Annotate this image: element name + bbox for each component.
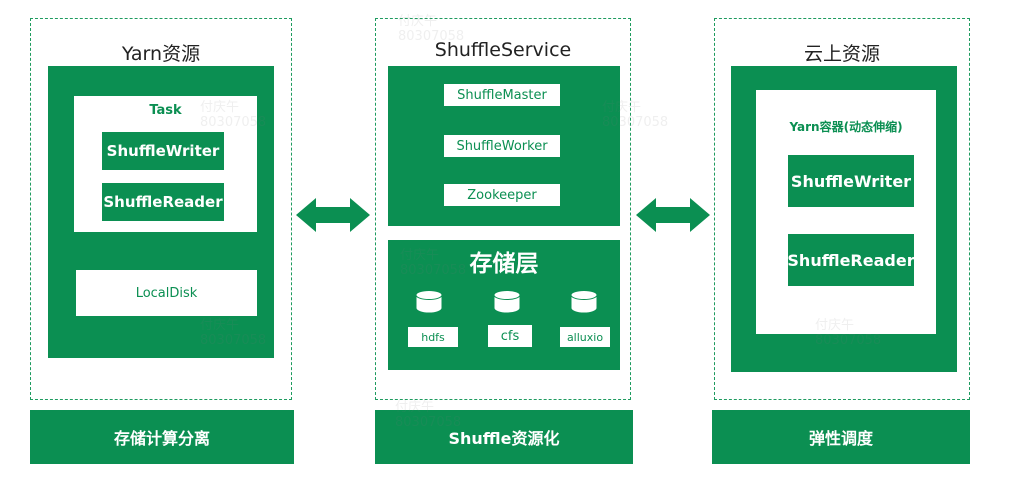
left-shuffle-reader: ShuffleReader xyxy=(102,183,224,221)
yarn-resource-panel: Yarn资源 xyxy=(30,18,292,400)
storage-cfs: cfs xyxy=(488,325,532,347)
zookeeper: Zookeeper xyxy=(444,184,560,206)
right-shuffle-writer: ShuffleWriter xyxy=(788,155,914,207)
shuffle-master: ShuffleMaster xyxy=(444,84,560,106)
left-shuffle-writer: ShuffleWriter xyxy=(102,132,224,170)
middle-caption: Shuffle资源化 xyxy=(375,410,633,464)
yarn-container-label: Yarn容器(动态伸缩) xyxy=(789,120,903,134)
database-icon xyxy=(570,290,598,314)
yarn-resource-title: Yarn资源 xyxy=(121,43,201,65)
cloud-resource-panel: 云上资源 xyxy=(714,18,970,400)
shuffle-service-panel: ShuffleService xyxy=(375,18,631,400)
task-label: Task xyxy=(149,103,182,118)
left-caption: 存储计算分离 xyxy=(30,410,294,464)
storage-hdfs: hdfs xyxy=(408,327,458,347)
bidirectional-arrow-icon xyxy=(636,198,710,232)
database-icon xyxy=(415,290,443,314)
right-caption: 弹性调度 xyxy=(712,410,970,464)
bidirectional-arrow-icon xyxy=(296,198,370,232)
shuffle-worker: ShuffleWorker xyxy=(444,135,560,157)
storage-layer-title: 存储层 xyxy=(469,251,539,277)
shuffle-service-title: ShuffleService xyxy=(434,39,572,61)
local-disk: LocalDisk xyxy=(76,270,257,316)
cloud-resource-title: 云上资源 xyxy=(803,43,880,65)
database-icon xyxy=(493,290,521,314)
storage-alluxio: alluxio xyxy=(560,327,610,347)
right-shuffle-reader: ShuffleReader xyxy=(787,234,915,286)
yarn-container-box: Yarn容器(动态伸缩) xyxy=(756,90,936,334)
